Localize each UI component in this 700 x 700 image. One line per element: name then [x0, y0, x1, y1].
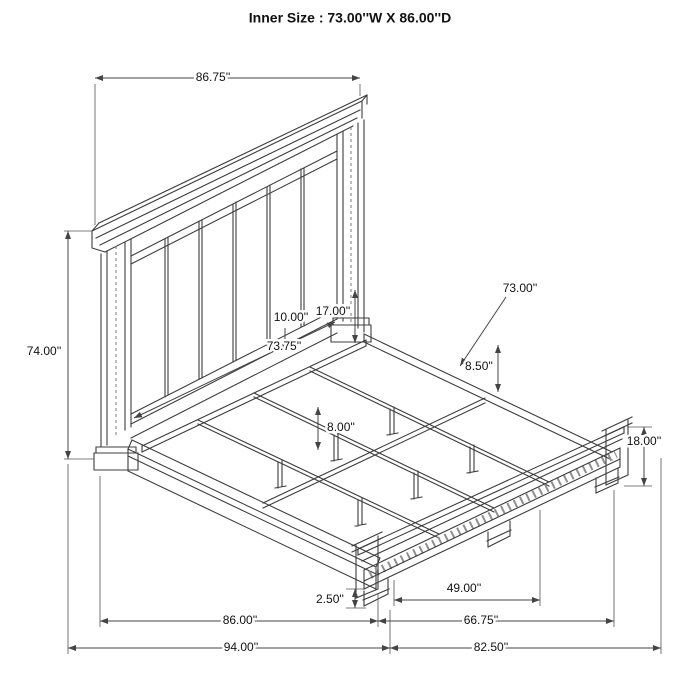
dimension-label: 17.00''	[316, 304, 351, 318]
side-rail-far	[363, 333, 613, 461]
dim-rail-top-height: 17.00''	[313, 290, 358, 343]
footboard	[351, 416, 633, 607]
dim-inner-depth: 86.00''	[100, 611, 378, 630]
dimension-label: 49.00''	[447, 581, 482, 595]
dimension-label: 86.00''	[223, 613, 258, 627]
dimension-label: 66.75''	[464, 613, 499, 627]
headboard-bottom-rail	[130, 318, 338, 439]
dimension-label: 74.00''	[27, 344, 62, 358]
headboard-crown-molding	[91, 94, 368, 253]
dimension-label: 82.50''	[474, 640, 509, 654]
dim-support-rail-width: 8.50''	[463, 345, 501, 392]
dimension-label: 8.00''	[327, 420, 355, 434]
dim-overall-depth: 94.00''	[68, 638, 390, 657]
footboard-cap	[357, 426, 625, 562]
dimension-label: 73.00''	[503, 281, 538, 295]
dim-overall-width: 82.50''	[390, 638, 661, 657]
dim-footboard-inner-width: 66.75''	[378, 611, 614, 630]
support-rails	[197, 366, 550, 539]
headboard-left-post	[93, 238, 139, 471]
footboard-corner-posts	[351, 416, 633, 599]
support-legs	[274, 406, 479, 527]
dim-overall-height: 74.00''	[24, 230, 94, 460]
extension-lines	[94, 84, 361, 225]
slat-support-system	[197, 366, 550, 539]
bed-drawing	[91, 94, 633, 607]
side-rail-near	[127, 439, 381, 590]
dim-panel-bottom-gap: 10.00''	[271, 308, 311, 352]
headboard	[91, 94, 372, 471]
dim-footboard-height: 18.00''	[624, 426, 664, 487]
dim-foot-plinth-height: 2.50''	[314, 588, 366, 609]
footboard-mirror-trim	[368, 450, 618, 579]
footboard-bracket-feet	[362, 467, 620, 607]
leader-arrow	[459, 296, 507, 367]
footboard-face	[363, 447, 621, 590]
head-cross-rail	[141, 339, 367, 453]
page-title: Inner Size : 73.00''W X 86.00''D	[249, 10, 451, 26]
dim-footboard-span: 49.00''	[393, 510, 541, 606]
dimension-annotations: 86.75'' 74.00'' 10.00'' 17.00'' 73.75'' …	[24, 68, 664, 657]
dim-bottom-rows-extensions	[67, 458, 662, 654]
dimension-label: 86.75''	[196, 70, 231, 84]
dimension-label: 10.00''	[274, 310, 309, 324]
dimension-label: 2.50''	[316, 592, 344, 606]
dim-support-leg-height: 8.00''	[315, 407, 357, 450]
extension-lines	[67, 458, 662, 654]
dim-headboard-inner-width: 73.75''	[133, 321, 336, 419]
dimension-line	[133, 321, 336, 419]
dimension-label: 18.00''	[627, 434, 662, 448]
dim-headboard-width: 86.75''	[94, 68, 361, 225]
dimension-label: 8.50''	[465, 359, 493, 373]
dim-inner-width: 73.00''	[459, 279, 540, 367]
extension-lines	[624, 426, 652, 487]
dimension-label: 94.00''	[224, 640, 259, 654]
bed-frame	[127, 333, 613, 590]
dimension-label: 73.75''	[267, 339, 302, 353]
